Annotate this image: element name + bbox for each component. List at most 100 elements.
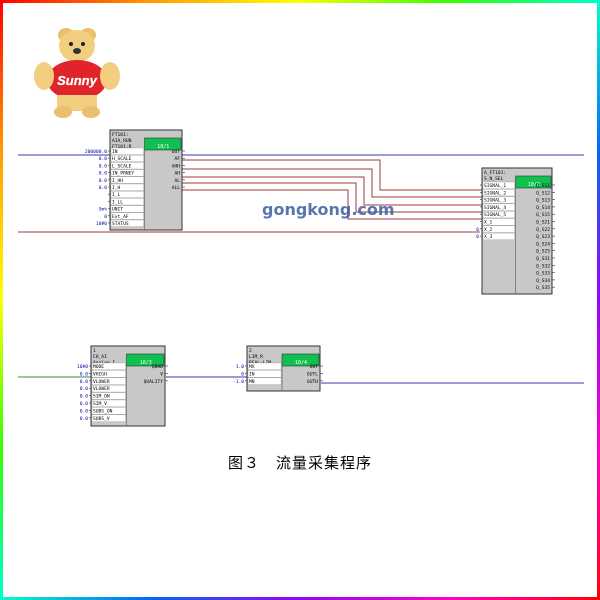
ai_block-header-line: CH_AI — [93, 354, 107, 360]
ai_block-input-pin: SIM_ON — [93, 394, 110, 400]
sel_block-input-pin: X_3 — [484, 234, 493, 240]
ft_block-input-value: 0.0 — [99, 163, 108, 169]
ft_block-input-pin: I_H — [112, 185, 121, 191]
ft_block-input-value: 0.0 — [99, 178, 108, 184]
sel_block-output-pin: Q_S33 — [536, 271, 550, 277]
ft_block-input-cell — [110, 191, 144, 198]
ft_block-input-pin: I_HH — [112, 178, 123, 184]
ft_block-output-pin: AHH — [172, 163, 181, 169]
sel_block-runtime-label: 10/2 — [528, 182, 540, 188]
sel_block-output-pin: Q_S13 — [536, 198, 550, 204]
sel_block-input-pin: SIGNAL_1 — [484, 183, 506, 189]
sel_block-header-line: A_FT101: — [484, 170, 506, 176]
sel_block-input-cell — [482, 232, 515, 240]
ft_block-input-value: 0.0 — [99, 156, 108, 162]
ai_block-input-value: 0.0 — [80, 386, 89, 392]
sel_block-input-pin: SIGNAL_3 — [484, 198, 506, 204]
lim_block-output-pin: OUTH — [307, 379, 318, 385]
sel_block-output-pin: Q_S25 — [536, 249, 550, 255]
ft_block-input-cell — [110, 198, 144, 206]
ai_block-input-value: 0.0 — [80, 371, 89, 377]
lim_block-input-cell — [247, 362, 282, 370]
mascot-logo: Sunny — [34, 28, 120, 118]
ai_block-input-pin: VLOWER — [93, 379, 110, 385]
ai_block-input-cell — [91, 377, 126, 385]
lim_block-output-pin: OUT — [310, 364, 319, 370]
ft_block-runtime-badge — [144, 137, 182, 151]
ft_block-input-cell — [110, 205, 144, 213]
ft_block-input-pin: STATUS — [112, 221, 129, 227]
lim_block-input-value: 0 — [241, 371, 244, 377]
ft_block-input-cell — [110, 176, 144, 184]
sel_block-input-pin: SIGNAL_5 — [484, 212, 506, 218]
sel_block-header-line: S_N_SEL — [484, 176, 504, 182]
ai_block-input-pin: VLOWER — [93, 386, 110, 392]
ft_block-input-cell — [110, 212, 144, 220]
sel_block-input-cell — [482, 181, 515, 189]
ft_block-input-pin: UNIT — [112, 207, 123, 213]
sel_block-runtime-badge — [515, 175, 552, 189]
ft_block-input-cell — [110, 169, 144, 177]
sel_block-output-pin: Q_S22 — [536, 227, 550, 233]
ai_block-output-pin: QBAD — [152, 364, 163, 370]
ft_block-header-line: AIA_RUN — [112, 138, 132, 144]
lim_block-runtime-badge — [281, 353, 320, 367]
ft_block-input-pin: H_SCALE — [112, 156, 132, 162]
sel_block-output-pin: Q_S31 — [536, 256, 550, 262]
ft_block-header-line: FT101: — [112, 132, 129, 138]
sel_block-input-cell — [482, 196, 515, 204]
ft_block-input-value: 10#0 — [96, 221, 107, 227]
ai_block-input-cell — [91, 370, 126, 378]
ai_block-runtime-badge — [126, 353, 165, 367]
ft_block-output-pin: AH — [174, 171, 180, 177]
ai_block-runtime-label: 10/3 — [140, 360, 152, 366]
ai_block-input-value: 0.0 — [80, 408, 89, 414]
lim_block-input-pin: MN — [249, 379, 255, 385]
sel_block-input-cell — [482, 218, 515, 226]
connection-wires — [182, 159, 482, 220]
logo-brand-text: Sunny — [57, 73, 97, 88]
lim_block-header-line: 2 — [249, 348, 252, 354]
ai_block-input-cell — [91, 399, 126, 407]
lim_block-runtime-label: 10/4 — [295, 360, 307, 366]
ai_block-input-cell — [91, 392, 126, 400]
sel_block-output-pin: Q_S14 — [536, 205, 550, 211]
ft_block-input-pin: L_SCALE — [112, 163, 132, 169]
sel_block-input-value: 0 — [476, 227, 479, 233]
ai_block-input-pin: SUBS_V — [93, 416, 110, 422]
ft_block-runtime-label: 10/1 — [157, 144, 169, 150]
ai_block-input-value: 0.0 — [80, 401, 89, 407]
lim_block-header-line: LIM_R — [249, 354, 263, 360]
lim_block-input-cell — [247, 377, 282, 385]
sel_block-output-pin: Q_S24 — [536, 241, 550, 247]
sel_block-output-pin: Q_S35 — [536, 285, 550, 291]
ft_block-input-pin: Ext_AF — [112, 214, 129, 220]
ai_block-input-value: 0.0 — [80, 379, 89, 385]
ft_block-input-pin: IN — [112, 149, 118, 155]
sel_block-input-cell — [482, 203, 515, 211]
lim_block-input-pin: MX — [249, 364, 255, 370]
ft_block-input-cell — [110, 147, 144, 155]
ai_block-input-value: 0.0 — [80, 416, 89, 422]
sel_block-output-pin: Q_S11 — [536, 183, 550, 189]
sel_block-input-pin: X_2 — [484, 227, 493, 233]
lim_block-input-value: -1.0 — [233, 379, 244, 385]
ft_block-input-cell — [110, 162, 144, 170]
lim_block-input-pin: IN — [249, 371, 255, 377]
sel_block-output-pin: Q_S34 — [536, 278, 550, 284]
ft_block-input-value: 0.0 — [99, 171, 108, 177]
ai_block-input-cell — [91, 407, 126, 415]
ai_block-input-pin: MODE — [93, 364, 104, 370]
ft_block-input-value: 200000.0 — [85, 149, 107, 155]
sel_block-input-cell — [482, 189, 515, 197]
ft_block-output-pin: AL — [174, 178, 180, 184]
ai_block-input-cell — [91, 362, 126, 370]
sel_block-input-cell — [482, 225, 515, 233]
ft_block-input-pin: IN_PRNEY — [112, 171, 134, 177]
ft_block-output-pin: ALL — [172, 185, 181, 191]
sel_block-output-pin: Q_S23 — [536, 234, 550, 240]
ai_block-output-pin: QUALITY — [144, 379, 164, 385]
ft_block-output-pin: AF — [174, 156, 180, 162]
sel_block-input-value: 0 — [476, 234, 479, 240]
